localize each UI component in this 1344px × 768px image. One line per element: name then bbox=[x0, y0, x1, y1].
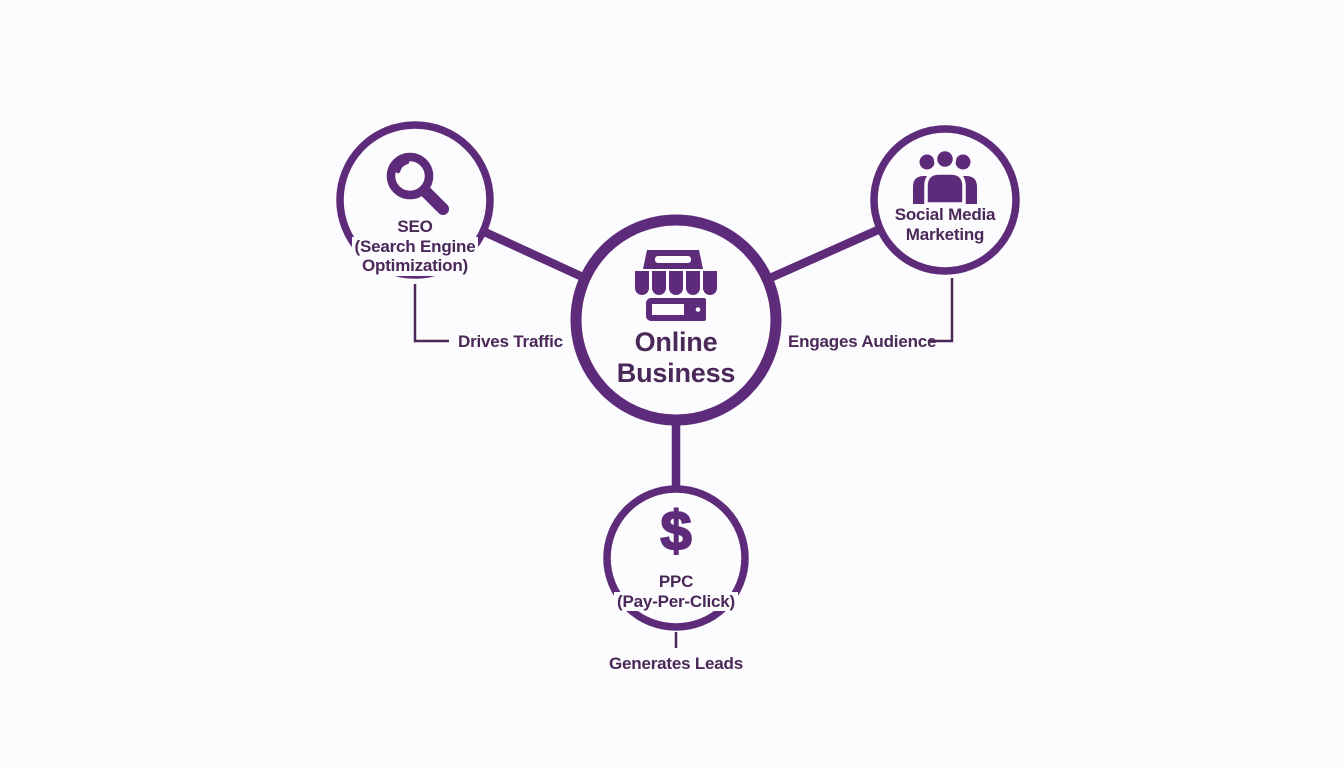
people-icon bbox=[913, 147, 977, 206]
magnifier-icon bbox=[386, 152, 449, 215]
ppc-benefit-label: Generates Leads bbox=[608, 654, 743, 673]
center-node-title: Online Business bbox=[566, 327, 786, 389]
seo-node-label: SEO (Search Engine Optimization) bbox=[315, 217, 515, 276]
storefront-icon bbox=[635, 250, 717, 321]
seo-label-line2: (Search Engine bbox=[351, 236, 479, 256]
center-title-line2: Business bbox=[616, 358, 736, 388]
seo-benefit-elbow bbox=[413, 284, 449, 343]
ppc-node-label: PPC (Pay-Per-Click) bbox=[576, 572, 776, 611]
ppc-label-line2: (Pay-Per-Click) bbox=[614, 591, 738, 611]
social-benefit-elbow bbox=[929, 278, 954, 343]
social-label-line1: Social Media bbox=[891, 205, 999, 225]
social-node-label: Social Media Marketing bbox=[845, 205, 1045, 244]
social-label-line2: Marketing bbox=[902, 224, 988, 244]
ppc-label-line1: PPC bbox=[655, 572, 697, 592]
dollar-icon: $ bbox=[660, 499, 693, 562]
center-title-line1: Online bbox=[634, 327, 718, 357]
seo-label-line3: Optimization) bbox=[359, 256, 471, 276]
seo-benefit-label: Drives Traffic bbox=[458, 332, 563, 351]
seo-label-line1: SEO bbox=[394, 217, 436, 237]
social-benefit-label: Engages Audience bbox=[788, 332, 937, 351]
